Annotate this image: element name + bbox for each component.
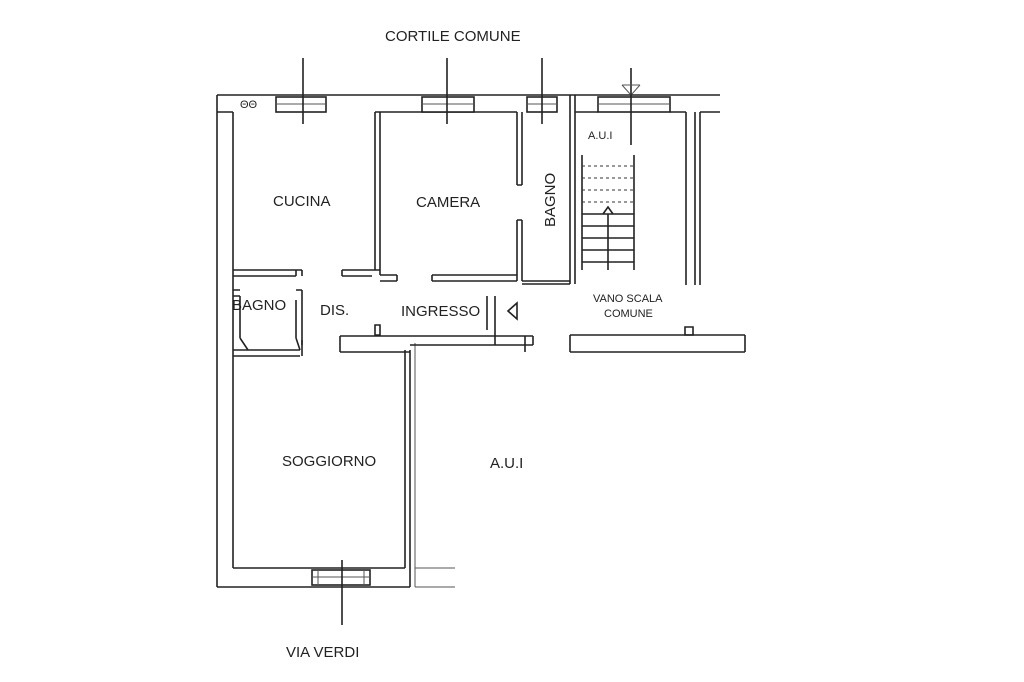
label-aui-top: A.U.I xyxy=(588,130,612,142)
label-dis: DIS. xyxy=(320,302,349,319)
label-soggiorno: SOGGIORNO xyxy=(282,453,376,470)
label-bagno-left: BAGNO xyxy=(232,297,286,314)
label-aui-center: A.U.I xyxy=(490,455,523,472)
windows-top xyxy=(275,96,671,113)
label-via-verdi: VIA VERDI xyxy=(286,644,359,661)
window-bottom xyxy=(311,569,371,586)
label-bagno-vertical: BAGNO xyxy=(542,173,559,227)
entrance-marker xyxy=(506,301,518,321)
outer-walls xyxy=(216,94,575,588)
indicator-lines xyxy=(302,58,632,625)
interior-walls xyxy=(233,95,576,357)
label-cucina: CUCINA xyxy=(273,193,331,210)
label-ingresso: INGRESSO xyxy=(401,303,480,320)
stair-well xyxy=(524,94,746,353)
label-cortile-comune: CORTILE COMUNE xyxy=(385,28,521,45)
gas-meter-symbol: ΘΘ xyxy=(240,99,258,111)
label-vano-scala-line1: VANO SCALA xyxy=(593,293,663,305)
label-vano-scala-line2: COMUNE xyxy=(604,308,653,320)
label-camera: CAMERA xyxy=(416,194,480,211)
